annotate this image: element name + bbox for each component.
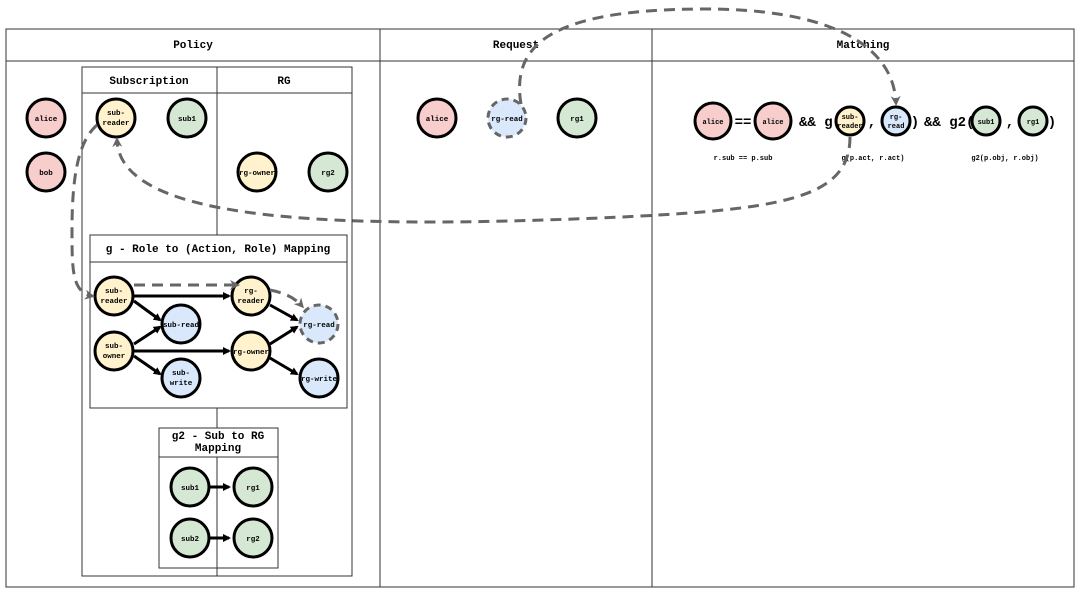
svg-text:sub-: sub- [105,288,123,296]
request-column-header: Request [493,40,539,52]
node-rg-owner: rg-owner [236,151,278,193]
svg-text:sub1: sub1 [978,119,995,127]
g2-node-sub1: sub1 [169,466,211,508]
match-comma-2: , [1006,115,1014,131]
edge-rg-reader-rg-read [269,303,299,322]
policy-column-header: Policy [173,40,213,52]
g2-mapping-title-line2: Mapping [195,443,241,455]
g2-node-rg2: rg2 [232,517,274,559]
g-node-sub-reader: sub- reader [93,275,135,317]
g-edges [133,292,299,376]
swimlane-table [5,28,1075,588]
svg-text:sub-: sub- [107,110,125,118]
request-action-node: rg-read [486,97,528,139]
match-g-arg1-node: sub- reader [834,105,866,137]
g-node-sub-read: sub-read [160,303,202,345]
node-sub1: sub1 [166,97,208,139]
svg-text:rg-read: rg-read [491,116,523,124]
svg-text:sub-: sub- [105,343,123,351]
svg-text:sub-read: sub-read [163,322,199,330]
svg-text:read: read [888,123,905,131]
svg-text:alice: alice [702,119,723,127]
g2-node-sub2: sub2 [169,517,211,559]
svg-text:alice: alice [762,119,783,127]
match-g-arg2-node: rg- read [880,105,912,137]
svg-text:write: write [170,380,193,388]
node-bob: bob [25,151,67,193]
request-subject-node: alice [416,97,458,139]
svg-text:rg-write: rg-write [301,376,338,384]
request-object-node: rg1 [556,97,598,139]
edge-sub-owner-sub-read [133,325,162,346]
g-node-rg-owner: rg-owner [230,330,272,372]
svg-text:rg-read: rg-read [303,322,335,330]
svg-text:bob: bob [39,170,53,178]
svg-text:sub-: sub- [842,114,859,122]
g-node-rg-read: rg-read [298,303,340,345]
match-p-sub-node: alice [753,101,793,141]
match-caption-g: g(p.act, r.act) [841,155,904,163]
match-close-paren-1: ) [911,115,919,131]
edge-rg-owner-rg-read [269,325,299,346]
svg-text:sub2: sub2 [181,536,200,544]
svg-text:rg-: rg- [244,288,258,296]
svg-text:rg-: rg- [890,114,903,122]
match-g2-arg1-node: sub1 [970,105,1002,137]
svg-text:rg1: rg1 [246,485,260,493]
node-sub-reader: sub- reader [95,97,137,139]
node-rg2: rg2 [307,151,349,193]
svg-text:reader: reader [237,298,264,306]
svg-text:owner: owner [103,353,126,361]
svg-text:sub1: sub1 [178,116,197,124]
svg-text:sub1: sub1 [181,485,200,493]
g2-node-rg1: rg1 [232,466,274,508]
match-and-g2-operator: && g2( [924,115,974,131]
match-comma-1: , [868,115,876,131]
svg-text:alice: alice [35,116,58,124]
dashed-arrow-request-to-matching [518,7,901,106]
svg-text:rg2: rg2 [321,170,335,178]
g-node-sub-owner: sub- owner [93,330,135,372]
match-caption-g2: g2(p.obj, r.obj) [971,155,1038,163]
edge-sub-reader-sub-read [133,299,162,322]
g2-mapping-title-line1: g2 - Sub to RG [172,431,265,443]
edge-rg-owner-rg-write [269,356,299,376]
subscription-header: Subscription [109,76,188,88]
g-node-rg-write: rg-write [298,357,340,399]
svg-text:rg1: rg1 [1027,119,1040,127]
svg-text:rg1: rg1 [570,116,584,124]
g-node-sub-write: sub- write [160,357,202,399]
match-r-sub-node: alice [693,101,733,141]
svg-text:reader: reader [100,298,127,306]
match-and-g-operator: && g( [799,115,841,131]
svg-text:rg-owner: rg-owner [233,349,269,357]
node-alice: alice [25,97,67,139]
g-mapping-title: g - Role to (Action, Role) Mapping [106,244,330,256]
svg-text:sub-: sub- [172,370,190,378]
match-caption-sub: r.sub == p.sub [714,155,773,163]
match-eq-operator: == [735,115,752,131]
dashed-arrow-sub-reader-to-g [70,123,99,300]
svg-text:alice: alice [426,116,449,124]
dashed-arrow-matching-to-sub-reader [112,136,852,224]
svg-text:rg2: rg2 [246,536,260,544]
svg-text:rg-owner: rg-owner [239,170,275,178]
rg-header: RG [277,76,291,88]
match-close-paren-2: ) [1048,115,1056,131]
g-node-rg-reader: rg- reader [230,275,272,317]
svg-text:reader: reader [102,120,129,128]
svg-text:reader: reader [837,123,862,131]
edge-sub-owner-sub-write [133,354,162,376]
dashed-arrow-rg-reader-to-rg-read [269,288,304,309]
match-g2-arg2-node: rg1 [1017,105,1049,137]
